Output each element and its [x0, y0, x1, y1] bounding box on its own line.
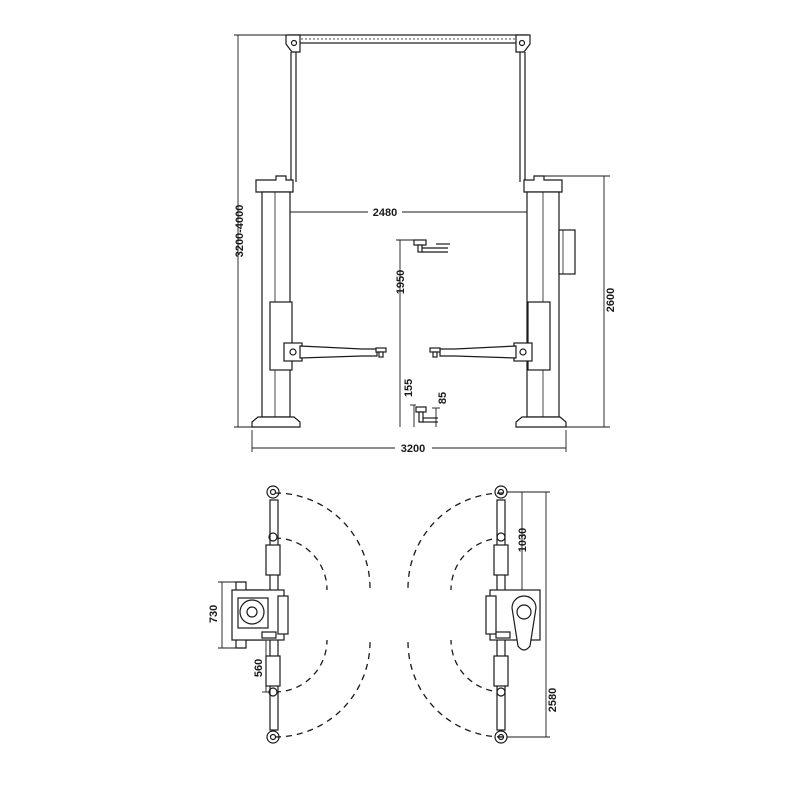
arm-swing-arcs — [274, 492, 504, 738]
dim-pad-adjust: 85 — [432, 392, 449, 427]
top-beam — [285, 34, 531, 182]
dim-arm-offset: 560 — [253, 640, 270, 693]
left-column — [251, 175, 387, 428]
left-column-top — [231, 485, 289, 744]
dim-short-arm-reach-label: 1030 — [517, 528, 529, 552]
dim-max-lift-height: 1950 — [395, 239, 414, 427]
dim-total-height-label: 3200-4000 — [234, 205, 246, 258]
dim-total-height: 3200-4000 — [234, 34, 289, 428]
dim-pad-adjust-label: 85 — [437, 392, 449, 404]
raised-pad-detail — [413, 239, 450, 253]
dim-base-width-label: 3200 — [401, 443, 425, 455]
lowered-pad-detail — [415, 406, 438, 423]
dim-base-width: 3200 — [251, 430, 567, 455]
right-column-top — [485, 485, 541, 744]
dim-column-height: 2600 — [544, 175, 617, 428]
top-view: 730 560 1030 2580 — [208, 485, 559, 744]
dim-max-lift-height-label: 1950 — [395, 270, 407, 294]
dim-width-between-columns: 2480 — [290, 207, 527, 219]
dim-long-arm-reach: 2580 — [507, 491, 559, 738]
dim-min-pad-height-label: 155 — [403, 379, 415, 397]
dim-long-arm-reach-label: 2580 — [547, 688, 559, 712]
dim-arm-offset-label: 560 — [253, 659, 265, 677]
front-view: 3200-4000 2480 2600 1950 155 — [234, 34, 617, 455]
dim-column-height-label: 2600 — [605, 288, 617, 312]
dim-min-pad-height: 155 — [403, 379, 416, 427]
right-column — [429, 175, 576, 428]
dim-short-arm-reach: 1030 — [507, 491, 529, 590]
dim-base-plate: 730 — [208, 581, 236, 649]
dim-base-plate-label: 730 — [208, 605, 220, 623]
dim-width-between-columns-label: 2480 — [373, 207, 397, 219]
